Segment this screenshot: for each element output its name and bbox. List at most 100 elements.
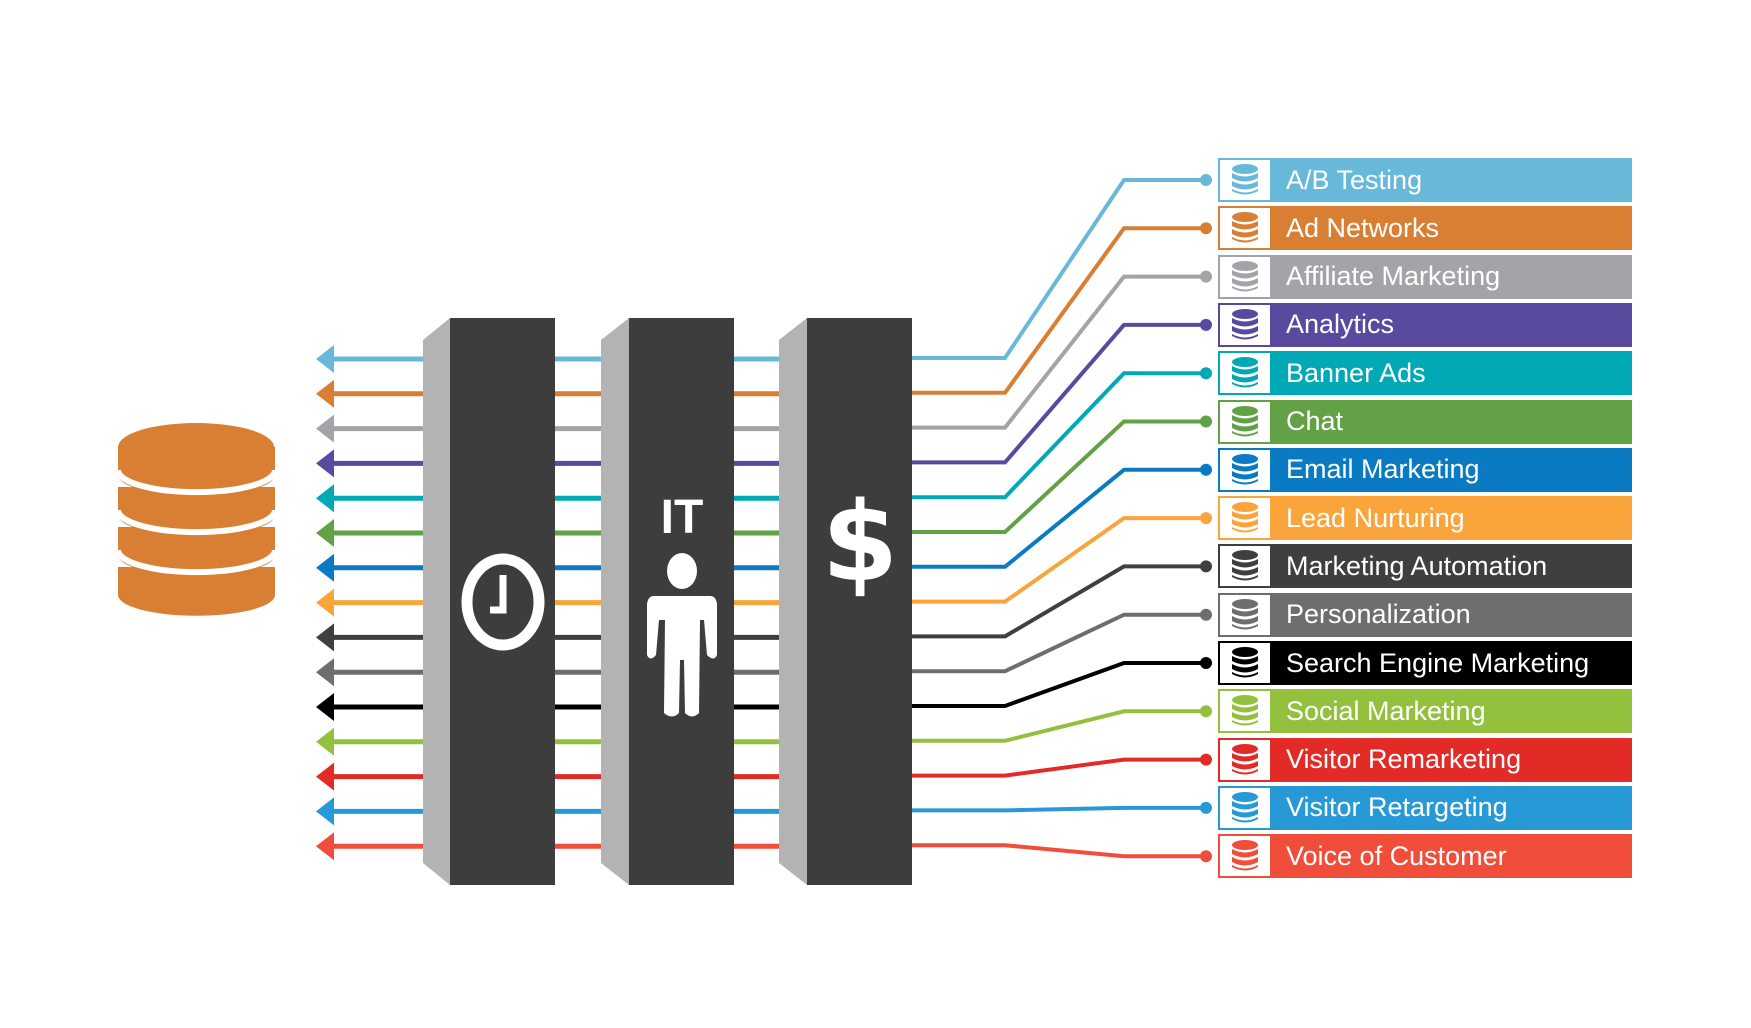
channel-label: Personalization bbox=[1286, 599, 1471, 630]
channel-item: Chat bbox=[1218, 399, 1632, 444]
database-separator bbox=[115, 549, 278, 576]
database-icon bbox=[1220, 643, 1270, 683]
channel-label: Social Marketing bbox=[1286, 695, 1486, 726]
database-icon bbox=[1220, 546, 1270, 587]
database-icon bbox=[1220, 691, 1270, 732]
channel-item: Lead Nurturing bbox=[1218, 496, 1632, 541]
database-icon bbox=[1220, 160, 1270, 200]
arrow-head-icon bbox=[316, 693, 334, 721]
channel-connector bbox=[912, 226, 1204, 395]
panel-side bbox=[423, 318, 450, 885]
database-top bbox=[118, 423, 274, 471]
panel-face bbox=[807, 318, 912, 885]
arrow-head-icon bbox=[316, 553, 334, 582]
arrow-head-icon bbox=[316, 797, 334, 826]
channel-item: Affiliate Marketing bbox=[1218, 254, 1632, 299]
database-icon bbox=[1220, 739, 1270, 780]
channel-item: Personalization bbox=[1218, 592, 1632, 637]
database-separator bbox=[115, 509, 278, 536]
channel-label: Visitor Retargeting bbox=[1286, 792, 1508, 823]
channel-label: Affiliate Marketing bbox=[1286, 261, 1501, 292]
channel-item: Analytics bbox=[1218, 302, 1632, 347]
connector-dot bbox=[1200, 270, 1212, 283]
connector-dot bbox=[1200, 222, 1212, 235]
channel-connector bbox=[912, 709, 1204, 743]
channel-connector bbox=[912, 516, 1204, 604]
channel-label: Analytics bbox=[1286, 309, 1395, 340]
database-layer bbox=[118, 567, 275, 616]
dollar-icon: $ bbox=[822, 478, 899, 606]
channel-label: Lead Nurturing bbox=[1286, 502, 1465, 533]
clock-icon bbox=[461, 553, 545, 651]
channel-label: Voice of Customer bbox=[1286, 840, 1507, 871]
channel-connector bbox=[912, 274, 1204, 430]
channel-item: Voice of Customer bbox=[1218, 834, 1632, 879]
arrow-head-icon bbox=[316, 832, 334, 861]
arrow-head-icon bbox=[316, 519, 334, 547]
channel-label: Email Marketing bbox=[1286, 454, 1480, 485]
arrow-head-icon bbox=[316, 762, 334, 791]
connector-dot bbox=[1200, 512, 1212, 525]
channel-item: Visitor Retargeting bbox=[1218, 785, 1632, 830]
channel-label: Search Engine Marketing bbox=[1286, 647, 1590, 678]
database-icon bbox=[1220, 304, 1270, 345]
connector-dot bbox=[1200, 657, 1212, 669]
arrow-head-icon bbox=[316, 727, 334, 756]
arrow-head-icon bbox=[316, 658, 334, 687]
database-icon bbox=[1220, 256, 1270, 297]
connector-dot bbox=[1200, 850, 1212, 863]
connector-dot bbox=[1200, 801, 1212, 814]
dollar-panel bbox=[779, 318, 912, 885]
channel-item: A/B Testing bbox=[1218, 158, 1632, 202]
channel-connector bbox=[912, 322, 1204, 465]
channel-item: Marketing Automation bbox=[1218, 544, 1632, 589]
connector-dot bbox=[1200, 463, 1212, 476]
database-separator bbox=[115, 469, 278, 496]
panel-side bbox=[779, 318, 807, 885]
database-icon bbox=[1220, 594, 1270, 635]
database-layer bbox=[118, 527, 275, 576]
channel-connector bbox=[912, 661, 1204, 708]
arrow-head-icon bbox=[316, 345, 334, 373]
clock-face bbox=[461, 553, 545, 651]
connector-dot bbox=[1200, 367, 1212, 380]
channel-label: Ad Networks bbox=[1286, 212, 1440, 243]
connector-dot bbox=[1200, 174, 1212, 186]
database-icon bbox=[1220, 401, 1270, 442]
arrow-head-icon bbox=[316, 449, 334, 478]
connector-dot bbox=[1200, 705, 1212, 718]
channel-label: Marketing Automation bbox=[1286, 550, 1548, 581]
channel-connector bbox=[912, 467, 1204, 569]
channel-connector bbox=[912, 178, 1204, 360]
channel-item: Email Marketing bbox=[1218, 447, 1632, 492]
channel-connector bbox=[912, 805, 1204, 813]
channel-label: A/B Testing bbox=[1286, 164, 1423, 195]
clock-hands bbox=[490, 575, 507, 614]
channel-connector bbox=[912, 843, 1204, 859]
panel-side bbox=[601, 318, 629, 885]
channel-item: Social Marketing bbox=[1218, 689, 1632, 734]
arrow-head-icon bbox=[316, 414, 334, 443]
channel-label: Banner Ads bbox=[1286, 357, 1426, 388]
connector-dot bbox=[1200, 608, 1212, 621]
database-icon bbox=[115, 423, 278, 616]
database-icon bbox=[1220, 449, 1270, 490]
channel-item: Banner Ads bbox=[1218, 351, 1632, 396]
channel-item: Ad Networks bbox=[1218, 206, 1632, 251]
channel-label: Chat bbox=[1286, 406, 1344, 436]
database-layer bbox=[118, 487, 275, 536]
database-icon bbox=[1220, 208, 1270, 249]
person-body bbox=[647, 596, 717, 717]
channel-item: Visitor Remarketing bbox=[1218, 737, 1632, 782]
connector-dot bbox=[1200, 753, 1212, 766]
database-icon bbox=[1220, 836, 1270, 877]
database-icon bbox=[1220, 787, 1270, 828]
arrow-head-icon bbox=[316, 623, 334, 652]
database-icon bbox=[1220, 353, 1270, 394]
channel-item: Search Engine Marketing bbox=[1218, 641, 1632, 685]
channel-connector bbox=[912, 564, 1204, 639]
it-label: IT bbox=[661, 491, 704, 544]
person-head bbox=[667, 553, 697, 589]
